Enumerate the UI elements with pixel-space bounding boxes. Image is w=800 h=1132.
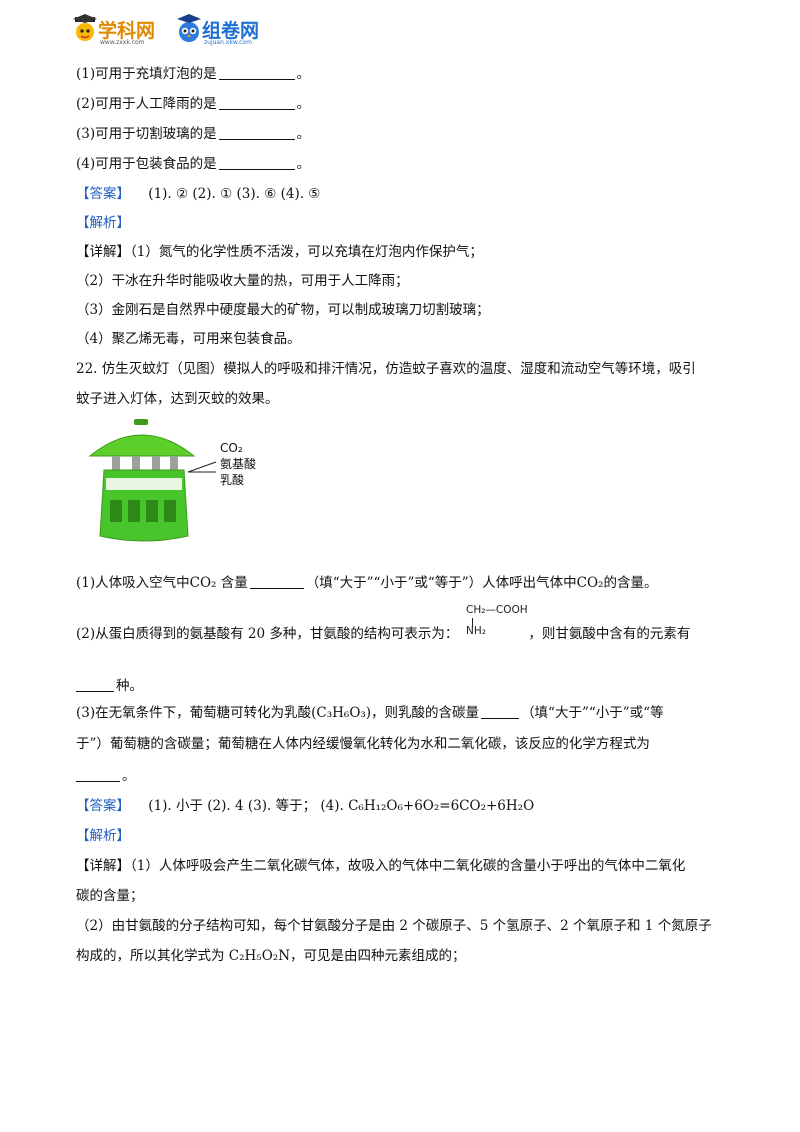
q22-part-1: (1)人体吸入空气中CO₂ 含量（填“大于”“小于”或“等于”）人体呼出气体中C… bbox=[76, 574, 658, 591]
zujuan-logo: 组卷网 zujuan.xkw.com bbox=[176, 12, 259, 46]
q21-item-2: (2)可用于人工降雨的是。 bbox=[76, 95, 311, 112]
answer-text: (1). ② (2). ① (3). ⑥ (4). ⑤ bbox=[148, 186, 321, 202]
logo-url: zujuan.xkw.com bbox=[204, 39, 252, 46]
detail-label: 【详解】 bbox=[76, 244, 130, 260]
answer-blank bbox=[218, 125, 295, 140]
glycine-structure: CH₂—COOH NH₂ bbox=[466, 604, 528, 637]
answer-blank bbox=[76, 767, 120, 782]
answer-label: 【答案】 bbox=[76, 798, 130, 814]
logo-title: 组卷网 bbox=[202, 19, 260, 42]
logo-url: www.zxxk.com bbox=[100, 39, 145, 46]
q21-answer: 【答案】 (1). ② (2). ① (3). ⑥ (4). ⑤ bbox=[76, 184, 320, 204]
analysis-label: 【解析】 bbox=[76, 828, 130, 844]
q22-answer: 【答案】 (1). 小于 (2). 4 (3). 等于； (4). C₆H₁₂O… bbox=[76, 796, 534, 816]
figure-label-co2: CO₂ bbox=[220, 441, 243, 455]
q22-part-2: (2)从蛋白质得到的氨基酸有 20 多种，甘氨酸的结构可表示为：，则甘氨酸中含有… bbox=[76, 626, 691, 642]
owl-icon bbox=[177, 14, 201, 42]
answer-blank bbox=[76, 677, 114, 692]
q21-detail-4: （4）聚乙烯无毒，可用来包装食品。 bbox=[76, 331, 301, 347]
q21-item-4: (4)可用于包装食品的是。 bbox=[76, 155, 311, 172]
q21-detail-3: （3）金刚石是自然界中硬度最大的矿物，可以制成玻璃刀切割玻璃； bbox=[76, 302, 490, 318]
answer-blank bbox=[218, 95, 295, 110]
q22-part-3: (3)在无氧条件下，葡萄糖可转化为乳酸(C₃H₆O₃)，则乳酸的含碳量（填“大于… bbox=[76, 704, 664, 721]
logo-title: 学科网 bbox=[98, 19, 156, 42]
q22-detail-4: 构成的，所以其化学式为 C₂H₅O₂N，可见是由四种元素组成的； bbox=[76, 948, 466, 964]
mosquito-lamp-figure: CO₂ 氨基酸 乳酸 bbox=[88, 418, 260, 546]
q22-part-3-line2: 于”）葡萄糖的含碳量；葡萄糖在人体内经缓慢氧化转化为水和二氧化碳，该反应的化学方… bbox=[76, 736, 650, 752]
answer-blank bbox=[218, 155, 295, 170]
mascot-icon bbox=[73, 14, 97, 41]
q22-part-3-end: 。 bbox=[76, 766, 136, 786]
answer-blank bbox=[481, 704, 520, 719]
q22-stem-1: 22. 仿生灭蚊灯（见图）模拟人的呼吸和排汗情况，仿造蚊子喜欢的温度、湿度和流动… bbox=[76, 361, 696, 377]
q21-item-3: (3)可用于切割玻璃的是。 bbox=[76, 125, 311, 142]
answer-text: (1). 小于 (2). 4 (3). 等于； (4). C₆H₁₂O₆+6O₂… bbox=[148, 798, 535, 814]
q21-detail-1: 【详解】（1）氮气的化学性质不活泼，可以充填在灯泡内作保护气； bbox=[76, 244, 483, 260]
figure-label-lactic-acid: 乳酸 bbox=[220, 473, 245, 487]
figure-label-amino-acid: 氨基酸 bbox=[220, 457, 257, 471]
q22-part-2-end: 种。 bbox=[76, 676, 143, 696]
q22-analysis: 【解析】 bbox=[76, 826, 130, 846]
q22-stem-2: 蚊子进入灯体，达到灭蚊的效果。 bbox=[76, 391, 279, 407]
q22-detail-1: 【详解】（1）人体呼吸会产生二氧化碳气体，故吸入的气体中二氧化碳的含量小于呼出的… bbox=[76, 858, 686, 874]
q21-analysis: 【解析】 bbox=[76, 213, 130, 233]
q22-detail-3: （2）由甘氨酸的分子结构可知，每个甘氨酸分子是由 2 个碳原子、5 个氢原子、2… bbox=[76, 918, 712, 934]
zxxk-logo: 学科网 www.zxxk.com bbox=[72, 12, 155, 46]
answer-label: 【答案】 bbox=[76, 186, 130, 202]
q21-item-1: (1)可用于充填灯泡的是。 bbox=[76, 65, 311, 82]
answer-blank bbox=[249, 574, 304, 589]
q21-detail-2: （2）干冰在升华时能吸收大量的热，可用于人工降雨； bbox=[76, 273, 409, 289]
answer-blank bbox=[218, 65, 295, 80]
q22-detail-2: 碳的含量； bbox=[76, 888, 144, 904]
analysis-label: 【解析】 bbox=[76, 215, 130, 231]
detail-label: 【详解】 bbox=[76, 858, 130, 874]
